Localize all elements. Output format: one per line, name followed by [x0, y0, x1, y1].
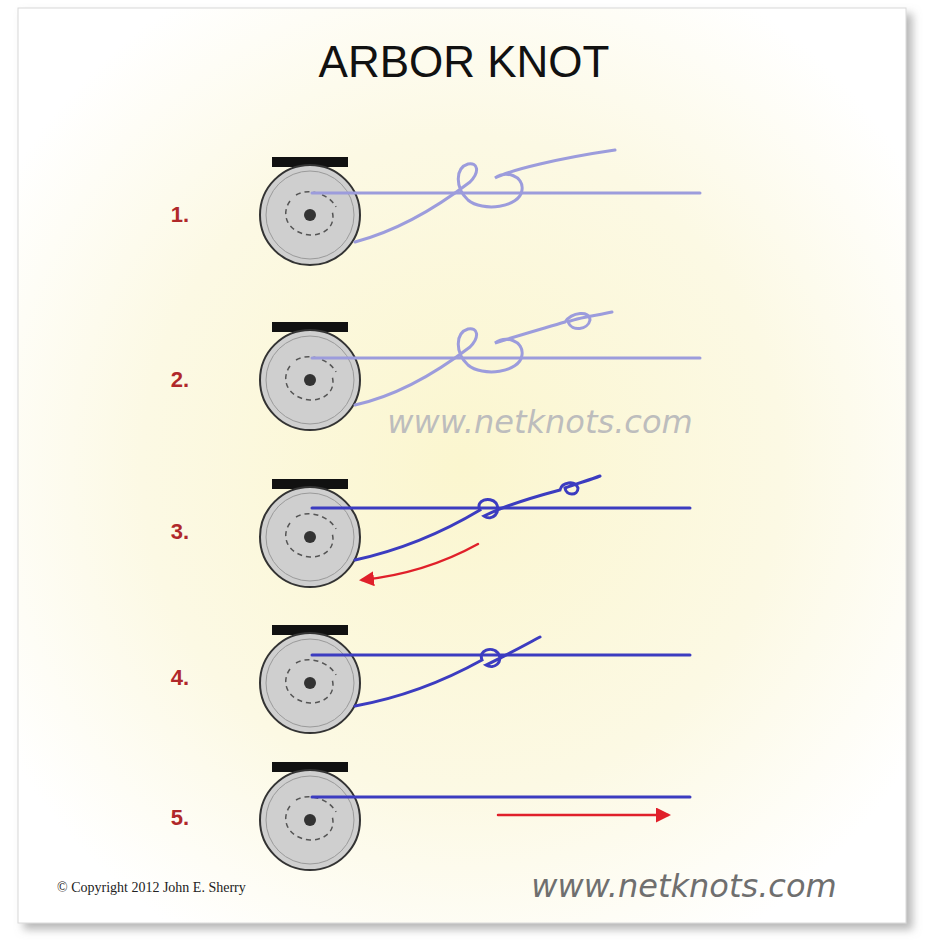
step-number: 4.: [171, 667, 189, 689]
reel-rim: [266, 336, 354, 424]
reels: [260, 157, 360, 870]
line-step-4: [312, 637, 690, 706]
watermark: www.netknots.com: [531, 870, 836, 902]
wrapped-line: [286, 366, 333, 400]
reel-axle: [304, 209, 316, 221]
reel-axle: [304, 374, 316, 386]
reel: [260, 762, 360, 870]
wrapped-line: [296, 797, 336, 812]
reel-spool: [260, 770, 360, 870]
copyright: © Copyright 2012 John E. Sherry: [57, 881, 246, 895]
step-number: 1.: [171, 204, 189, 226]
reel: [260, 479, 360, 587]
wrapped-line: [286, 806, 333, 840]
reel-rim: [266, 639, 354, 727]
line-step-1: [312, 150, 700, 242]
reel-axle: [304, 531, 316, 543]
reel: [260, 322, 360, 430]
watermark: www.netknots.com: [387, 406, 692, 438]
step-number: 2.: [171, 369, 189, 391]
reel-axle: [304, 677, 316, 689]
reel-spool: [260, 330, 360, 430]
title: ARBOR KNOT: [319, 40, 610, 84]
reel-rim: [266, 776, 354, 864]
line-step-2: [312, 312, 700, 405]
wrapped-line: [296, 660, 336, 675]
step-number: 3.: [171, 521, 189, 543]
reel: [260, 625, 360, 733]
line-step-3: [312, 476, 690, 580]
wrapped-line: [296, 514, 336, 529]
line-step-5: [312, 797, 690, 815]
reel-spool: [260, 633, 360, 733]
reel-rim: [266, 171, 354, 259]
reel-rim: [266, 493, 354, 581]
wrapped-line: [286, 201, 333, 235]
reel-axle: [304, 814, 316, 826]
reel-spool: [260, 487, 360, 587]
wrapped-line: [286, 523, 333, 557]
reel-spool: [260, 165, 360, 265]
card: [18, 8, 906, 923]
wrapped-line: [286, 669, 333, 703]
reel: [260, 157, 360, 265]
step-number: 5.: [171, 807, 189, 829]
